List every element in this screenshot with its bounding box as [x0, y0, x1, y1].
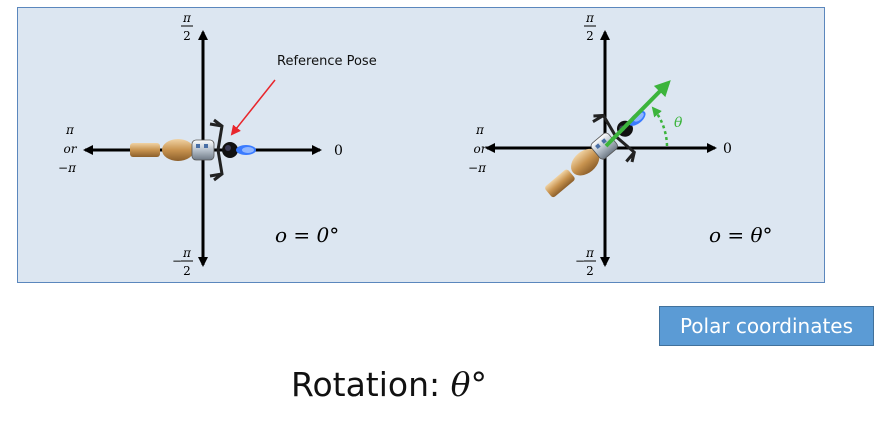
left-equation: o = 0°	[275, 223, 339, 247]
polar-coordinates-badge: Polar coordinates	[659, 306, 874, 346]
polar-coordinates-label: Polar coordinates	[679, 314, 854, 338]
right-right-label: 0	[723, 141, 732, 157]
right-left-label-3: −π	[468, 161, 487, 175]
left-bottom-label-den: 2	[183, 264, 191, 278]
right-polar-plot: θ π 2 − π 2 π or −π 0 o = θ°	[468, 11, 773, 278]
left-left-label-3: −π	[58, 161, 77, 175]
left-left-label-1: π	[65, 123, 75, 137]
reference-pose-label: Reference Pose	[277, 54, 377, 69]
left-polar-plot: Reference Pose π 2 − π 2 π or −π 0 o = 0…	[58, 11, 377, 278]
caption-prefix: Rotation:	[291, 365, 451, 404]
caption-theta: θ	[450, 365, 471, 404]
theta-label: θ	[674, 115, 683, 131]
left-top-label-den: 2	[183, 29, 191, 43]
motorcycle-top-view-icon	[128, 118, 258, 182]
right-top-label-den: 2	[586, 29, 594, 43]
right-top-label-num: π	[585, 11, 595, 25]
left-bottom-label-num: π	[182, 246, 192, 260]
right-left-label-1: π	[475, 123, 485, 137]
angle-arc	[651, 106, 669, 147]
right-bottom-label-sign: −	[575, 254, 585, 268]
rotation-caption: Rotation: θ°	[0, 365, 778, 404]
right-equation: o = θ°	[709, 223, 773, 247]
right-bottom-label-num: π	[585, 246, 595, 260]
reference-pose-arrow	[230, 79, 276, 136]
right-bottom-label-den: 2	[586, 264, 594, 278]
left-bottom-label-sign: −	[172, 254, 182, 268]
left-right-label: 0	[334, 143, 343, 159]
left-left-label-2: or	[64, 142, 78, 156]
left-top-label-num: π	[182, 11, 192, 25]
caption-suffix: °	[470, 365, 488, 404]
right-left-label-2: or	[474, 142, 488, 156]
heading-arrow	[604, 80, 671, 148]
